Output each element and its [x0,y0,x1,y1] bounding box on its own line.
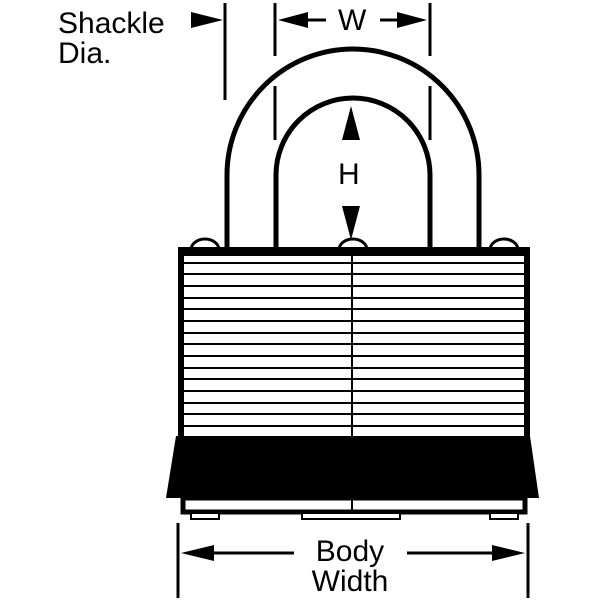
shackle-outer [224,46,482,248]
shackle-dia-label-line2: Dia. [58,37,112,70]
body-width-label: Body Width [300,537,400,597]
body-width-dimension [176,523,530,598]
foot-left [190,512,220,520]
arrow-left-icon [181,545,214,561]
w-label: W [338,4,367,37]
lamination-lines [184,262,524,427]
bumper-band [166,436,539,498]
body-width-label-line1: Body [315,535,385,568]
shackle-dia-label-line1: Shackle [58,7,165,40]
width-dimension [278,3,432,140]
base-plate [180,495,528,515]
body-width-label-line2: Width [311,565,389,598]
shackle-dia-label: Shackle Dia. [58,9,165,69]
foot-center [301,512,401,520]
arrow-right-icon [191,12,223,28]
arrow-down-icon [342,206,360,240]
arrow-right-icon [397,12,427,28]
arrow-up-icon [342,106,360,140]
shackle-inner [273,95,433,248]
shackle-dia-dimension [191,3,277,140]
h-label: H [338,158,360,191]
arrow-right-icon [492,545,525,561]
arrow-left-icon [278,12,308,28]
foot-right [489,512,519,520]
height-dimension [342,106,360,240]
